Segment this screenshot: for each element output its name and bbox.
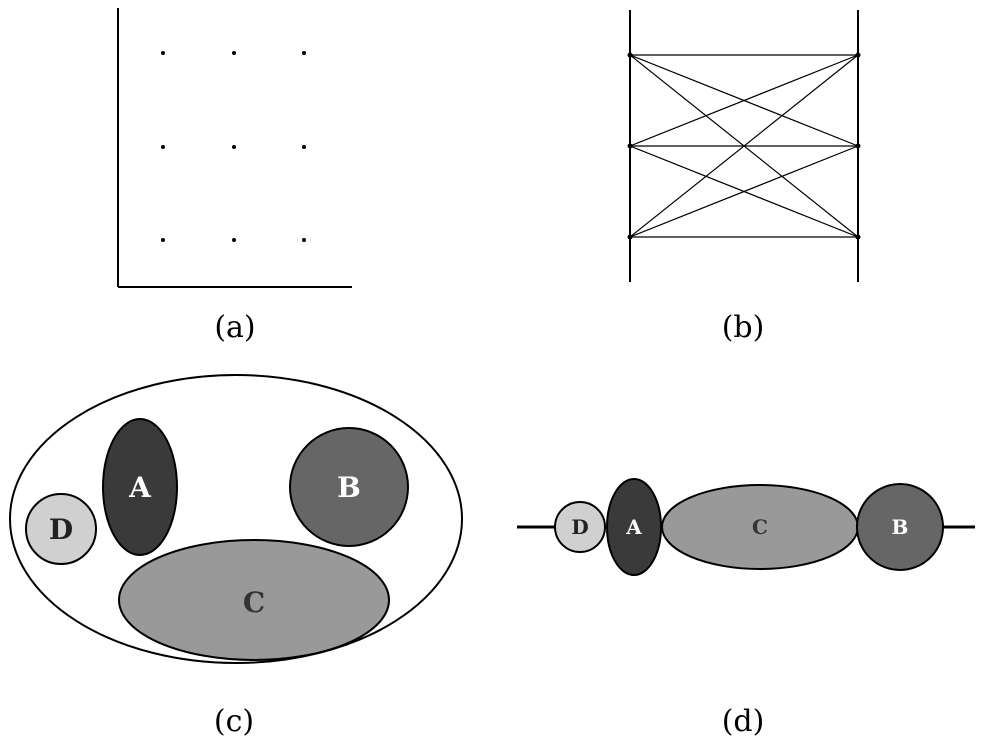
grid-dot <box>232 51 236 55</box>
label-A: A <box>128 471 152 504</box>
grid-dot <box>232 145 236 149</box>
panel-a-dot-grid <box>161 51 306 242</box>
grid-dot <box>232 238 236 242</box>
grid-dot <box>161 145 165 149</box>
label-D: D <box>49 513 73 546</box>
panel-d: D A C B (d) <box>517 478 975 739</box>
panel-c: A B C D (c) <box>9 374 463 739</box>
grid-dot <box>161 238 165 242</box>
panel-b-caption: (b) <box>722 310 765 345</box>
node <box>627 143 633 149</box>
chain-label-D: D <box>571 515 588 539</box>
label-C: C <box>243 586 265 619</box>
chain-D <box>554 501 606 553</box>
chain-label-A: A <box>625 515 642 539</box>
panel-d-caption: (d) <box>722 704 765 739</box>
chain-B <box>856 483 944 571</box>
chain-label-B: B <box>892 515 909 539</box>
grid-dot <box>302 238 306 242</box>
grid-dot <box>302 51 306 55</box>
chain-label-C: C <box>752 515 768 539</box>
node <box>855 52 861 58</box>
region-B <box>289 427 409 547</box>
node <box>855 143 861 149</box>
region-A <box>102 418 178 556</box>
label-B: B <box>337 471 361 504</box>
panel-b-edges <box>629 54 859 238</box>
panel-b: (b) <box>627 10 861 345</box>
edge <box>629 145 859 238</box>
region-C <box>118 539 390 661</box>
region-D <box>25 493 97 565</box>
panel-b-nodes <box>627 52 861 240</box>
chain-A <box>606 478 662 576</box>
node <box>627 52 633 58</box>
grid-dot <box>302 145 306 149</box>
grid-dot <box>161 51 165 55</box>
panel-c-caption: (c) <box>214 704 254 739</box>
edge <box>629 54 859 147</box>
node <box>855 234 861 240</box>
panel-a-caption: (a) <box>214 310 255 345</box>
node <box>627 234 633 240</box>
panel-a: (a) <box>117 8 352 345</box>
edge <box>629 54 859 238</box>
